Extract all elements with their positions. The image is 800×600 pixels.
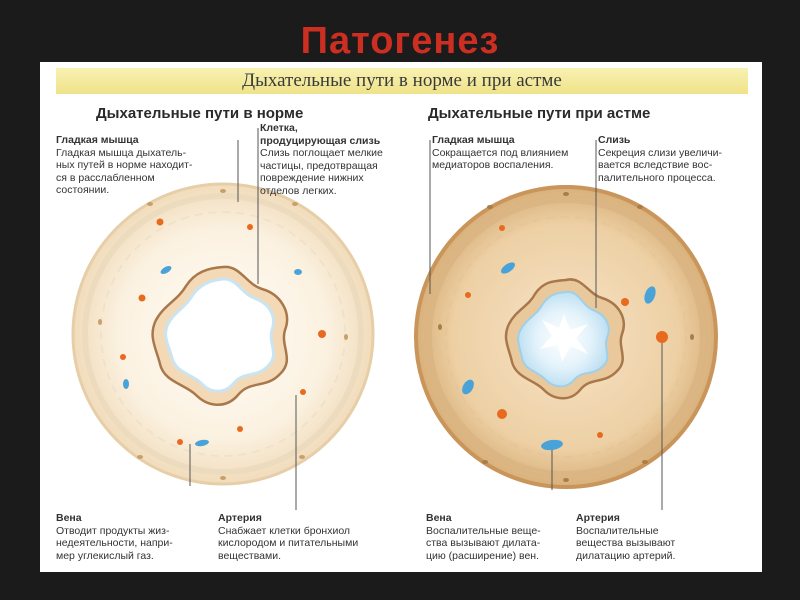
normal-cell-nucleus xyxy=(344,334,348,340)
asthma-heading: Дыхательные пути при астме xyxy=(428,105,651,122)
label-text: Сокращается под влиянием медиаторов восп… xyxy=(432,146,569,172)
airway-illustration xyxy=(71,128,718,510)
asthma-artery-dot xyxy=(597,432,603,438)
asthma-vein-shape xyxy=(644,286,656,304)
label-normal-artery: Артерия Снабжает клетки бронхиол кислоро… xyxy=(218,512,398,562)
normal-vein-shape xyxy=(160,266,172,274)
label-text: Слизь поглощает мелкие частицы, предотвр… xyxy=(260,147,383,197)
asthma-cell-nucleus xyxy=(487,205,493,209)
normal-connective-tissue xyxy=(100,211,346,457)
label-asthma-mucus: Слизь Секреция слизи увеличи- вается всл… xyxy=(598,134,758,184)
figure-title: Дыхательные пути в норме и при астме xyxy=(242,70,562,91)
label-title: Гладкая мышца xyxy=(432,134,515,146)
asthma-connective-tissue xyxy=(445,216,687,458)
normal-vein-shape xyxy=(294,269,302,275)
asthma-artery-dot xyxy=(621,298,629,306)
asthma-cell-nucleus xyxy=(482,460,488,464)
asthma-cell-nucleus xyxy=(563,192,569,196)
asthma-narrowed-air-channel xyxy=(540,314,588,362)
label-asthma-artery: Артерия Воспалительные вещества вызывают… xyxy=(576,512,726,562)
label-title: Клетка, продуцирующая слизь xyxy=(260,122,381,147)
normal-cell-nucleus xyxy=(98,319,102,325)
normal-artery-dot xyxy=(237,426,243,432)
asthma-cell-nucleus xyxy=(438,324,442,330)
asthma-vein-shape xyxy=(541,439,563,451)
label-title: Вена xyxy=(56,512,82,524)
label-asthma-smooth-muscle: Гладкая мышца Сокращается под влиянием м… xyxy=(432,134,592,172)
label-text: Секреция слизи увеличи- вается вследстви… xyxy=(598,146,723,184)
asthma-cell-nucleus xyxy=(642,460,648,464)
asthma-artery-dot xyxy=(499,225,505,231)
slide-title: Патогенез xyxy=(300,20,500,62)
label-normal-mucus-cell: Клетка, продуцирующая слизь Слизь поглощ… xyxy=(260,122,430,197)
normal-vein-shape xyxy=(123,379,129,389)
normal-heading: Дыхательные пути в норме xyxy=(96,105,304,122)
asthma-artery-dot xyxy=(497,409,507,419)
label-normal-vein: Вена Отводит продукты жиз- недеятельност… xyxy=(56,512,226,562)
normal-vein-shape xyxy=(195,439,209,447)
normal-cell-nucleus xyxy=(147,202,153,206)
normal-artery-dot xyxy=(138,294,146,302)
normal-cell-nucleus xyxy=(292,202,298,206)
asthma-artery-dot xyxy=(465,292,471,298)
normal-artery-dot xyxy=(156,218,164,226)
label-text: Снабжает клетки бронхиол кислородом и пи… xyxy=(218,524,359,562)
normal-cell-nucleus xyxy=(220,476,226,480)
label-title: Артерия xyxy=(576,512,620,524)
normal-cell-nucleus xyxy=(299,455,305,459)
asthma-smooth-muscle-ring xyxy=(424,195,708,479)
normal-cell-nucleus xyxy=(137,455,143,459)
asthma-airway xyxy=(414,185,718,489)
normal-artery-dot xyxy=(300,389,306,395)
label-text: Гладкая мышца дыхатель- ных путей в норм… xyxy=(56,146,193,197)
label-normal-smooth-muscle: Гладкая мышца Гладкая мышца дыхатель- ны… xyxy=(56,134,216,197)
normal-artery-dot xyxy=(177,439,183,445)
figure-title-band: Дыхательные пути в норме и при астме xyxy=(56,68,748,94)
label-text: Воспалительные веще- ства вызывают дилат… xyxy=(426,524,541,562)
label-text: Воспалительные вещества вызывают дилатац… xyxy=(576,524,676,562)
asthma-cell-nucleus xyxy=(637,205,643,209)
normal-lumen xyxy=(164,277,275,393)
asthma-vein-shape xyxy=(501,262,515,274)
label-text: Отводит продукты жиз- недеятельности, на… xyxy=(56,524,173,562)
label-title: Вена xyxy=(426,512,452,524)
normal-airway xyxy=(71,182,375,486)
normal-artery-dot xyxy=(120,354,126,360)
label-title: Гладкая мышца xyxy=(56,134,139,146)
asthma-artery-dot xyxy=(656,331,668,343)
asthma-cell-nucleus xyxy=(563,478,569,482)
normal-smooth-muscle-ring xyxy=(82,193,364,475)
asthma-cell-nucleus xyxy=(690,334,694,340)
normal-artery-dot xyxy=(318,330,326,338)
label-title: Слизь xyxy=(598,134,631,146)
normal-artery-dot xyxy=(247,224,253,230)
normal-cell-nucleus xyxy=(220,189,226,193)
leader-lines xyxy=(189,128,663,510)
label-asthma-vein: Вена Воспалительные веще- ства вызывают … xyxy=(426,512,586,562)
figure-panel: Дыхательные пути в норме и при астме Дых… xyxy=(40,62,762,572)
label-title: Артерия xyxy=(218,512,262,524)
asthma-vein-shape xyxy=(462,379,474,395)
